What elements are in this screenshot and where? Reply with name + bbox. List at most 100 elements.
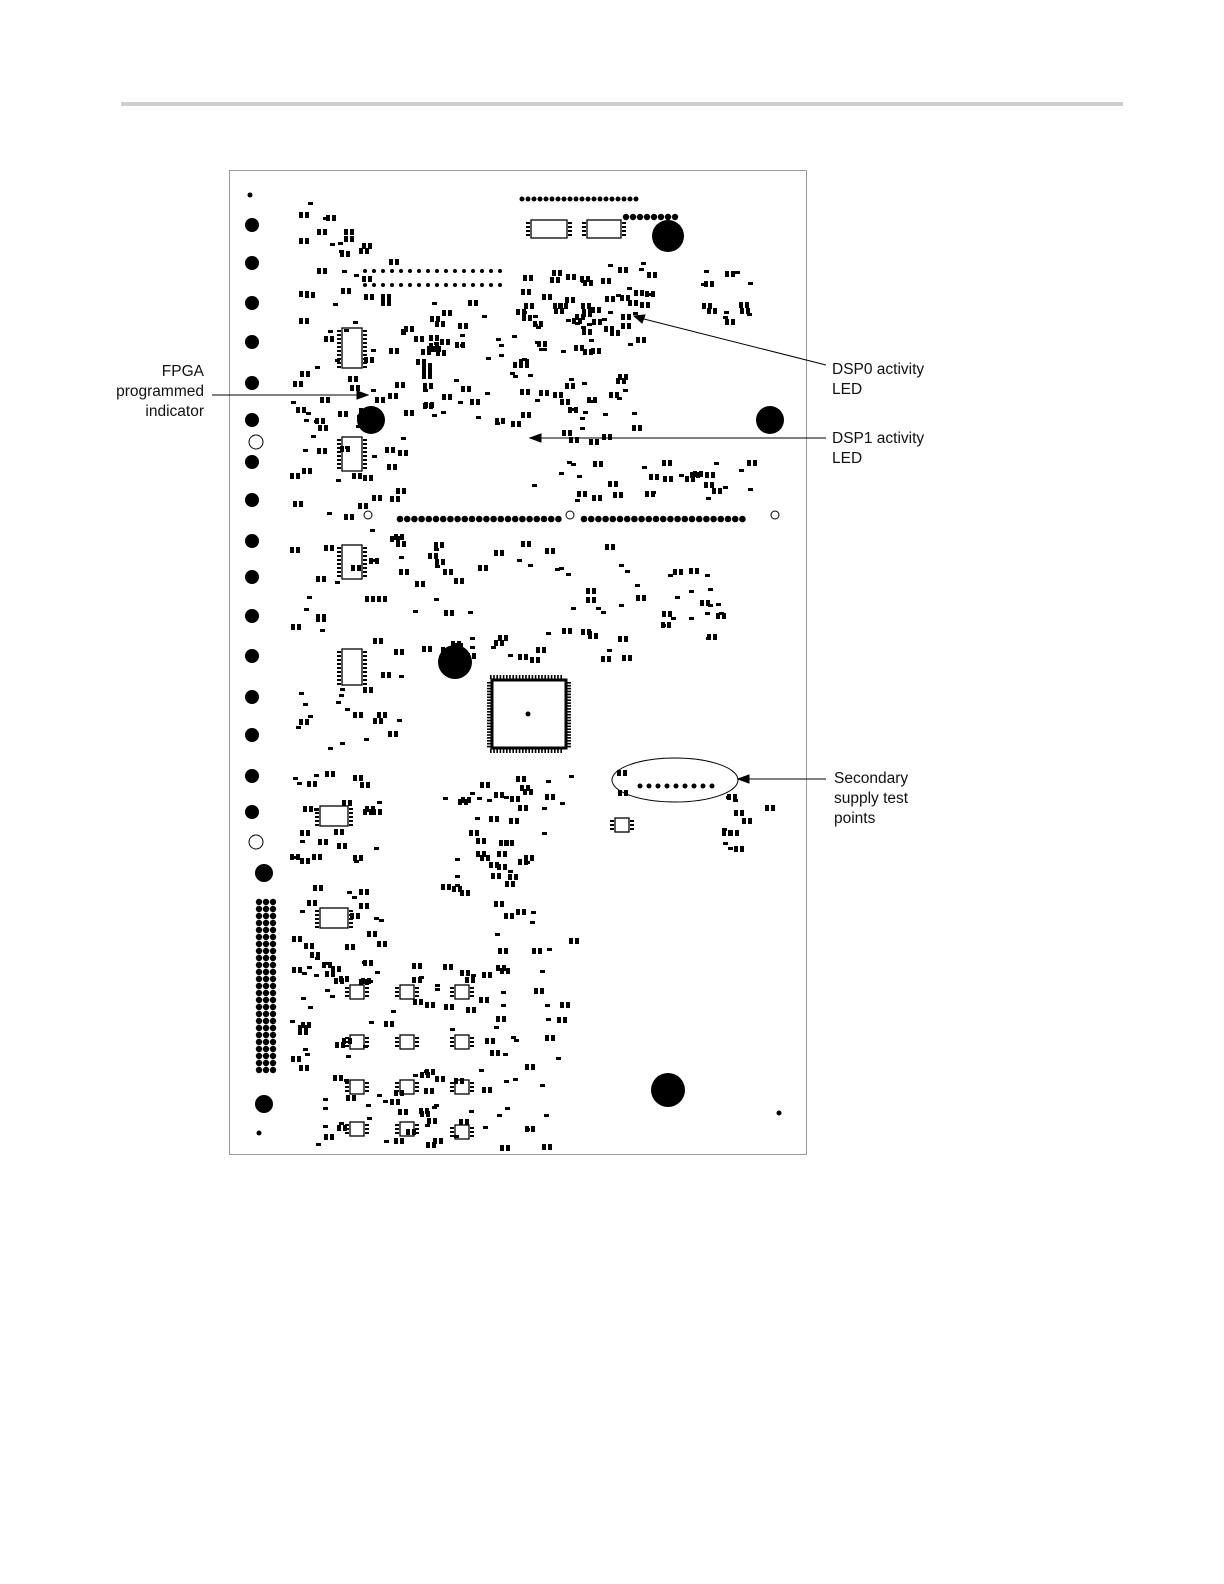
passive-pad — [525, 1064, 529, 1070]
header-pin — [616, 197, 621, 202]
header-pin — [256, 1018, 262, 1024]
passive-pad — [641, 262, 646, 265]
passive-pad — [639, 268, 644, 271]
passive-pad — [290, 1020, 295, 1023]
small-ic-pin — [630, 820, 634, 822]
passive-pad — [330, 545, 334, 551]
small-ic-pin — [450, 1127, 454, 1129]
ic-chip-pin — [622, 230, 626, 232]
passive-pad — [415, 581, 419, 587]
passive-pad — [602, 434, 606, 440]
passive-pad — [320, 397, 324, 403]
passive-pad — [562, 628, 566, 634]
chip-pin — [532, 675, 534, 679]
passive-pad — [520, 389, 524, 395]
passive-pad — [383, 712, 387, 718]
passive-pad — [500, 901, 504, 907]
passive-pad — [545, 1035, 549, 1041]
passive-pad — [476, 851, 480, 857]
header-pin — [381, 269, 385, 273]
passive-pad — [299, 291, 303, 297]
passive-pad — [347, 891, 352, 894]
chip-pin — [535, 675, 537, 679]
passive-pad — [340, 446, 344, 452]
passive-pad — [619, 492, 623, 498]
passive-pad — [575, 322, 580, 325]
passive-pad — [561, 350, 566, 353]
passive-pad — [486, 357, 491, 360]
passive-pad — [377, 801, 382, 804]
fpga-arrowhead — [357, 391, 368, 399]
passive-pad — [663, 476, 667, 482]
passive-pad — [542, 832, 547, 835]
passive-pad — [350, 236, 354, 242]
passive-pad — [518, 805, 522, 811]
passive-pad — [350, 385, 354, 391]
passive-pad — [735, 271, 740, 274]
passive-pad — [314, 774, 319, 777]
header-pin — [604, 197, 609, 202]
dsp0-leader-line — [640, 318, 826, 365]
ic-chip-pin — [337, 575, 341, 577]
passive-pad — [539, 348, 544, 351]
passive-pad — [396, 541, 400, 547]
header-pin — [270, 990, 276, 996]
small-ic — [350, 1035, 364, 1049]
passive-pad — [618, 636, 622, 642]
small-ic-pin — [450, 991, 454, 993]
passive-pad — [530, 657, 534, 663]
passive-pad — [292, 967, 296, 973]
ic-chip-pin — [363, 667, 367, 669]
passive-pad — [359, 855, 363, 861]
header-pin — [256, 1032, 262, 1038]
passive-pad — [441, 1076, 445, 1082]
passive-pad — [414, 336, 418, 342]
passive-pad — [485, 1038, 489, 1044]
ic-chip-pin — [337, 675, 341, 677]
passive-pad — [518, 654, 522, 660]
ic-chip-pin — [363, 575, 367, 577]
passive-pad — [489, 862, 493, 868]
passive-pad — [491, 1038, 495, 1044]
passive-pad — [495, 933, 500, 936]
passive-pad — [566, 573, 571, 576]
chip-pin — [560, 749, 562, 753]
passive-pad — [533, 315, 538, 318]
passive-pad — [740, 308, 744, 314]
passive-pad — [532, 484, 537, 487]
header-pin — [270, 983, 276, 989]
passive-pad — [465, 977, 469, 983]
passive-pad — [707, 634, 711, 640]
edge-connector-pad — [245, 534, 259, 548]
passive-pad — [390, 496, 394, 502]
header-pin — [433, 516, 440, 523]
ic-chip-pin — [337, 350, 341, 352]
passive-pad — [399, 569, 403, 575]
passive-pad — [299, 381, 303, 387]
secondary-callout-line-3: points — [834, 809, 908, 829]
passive-pad — [292, 936, 296, 942]
passive-pad — [377, 941, 381, 947]
small-ic-pin — [395, 1045, 399, 1047]
test-ring — [249, 435, 263, 449]
passive-pad — [577, 491, 581, 497]
passive-pad — [690, 472, 694, 478]
passive-pad — [560, 1002, 564, 1008]
passive-pad — [296, 854, 300, 860]
passive-pad — [571, 297, 575, 303]
passive-pad — [516, 309, 520, 315]
passive-pad — [733, 794, 737, 800]
passive-pad — [440, 339, 444, 345]
chip-pin — [567, 705, 571, 707]
fpga-callout: FPGA programmed indicator — [90, 362, 204, 422]
passive-pad — [440, 542, 444, 548]
passive-pad — [668, 460, 672, 466]
passive-pad — [304, 943, 308, 949]
passive-pad — [471, 977, 475, 983]
header-pin — [520, 197, 525, 202]
passive-pad — [458, 401, 463, 404]
passive-pad — [420, 1072, 424, 1078]
passive-pad — [545, 1004, 550, 1007]
passive-pad — [503, 851, 507, 857]
passive-pad — [307, 966, 312, 969]
